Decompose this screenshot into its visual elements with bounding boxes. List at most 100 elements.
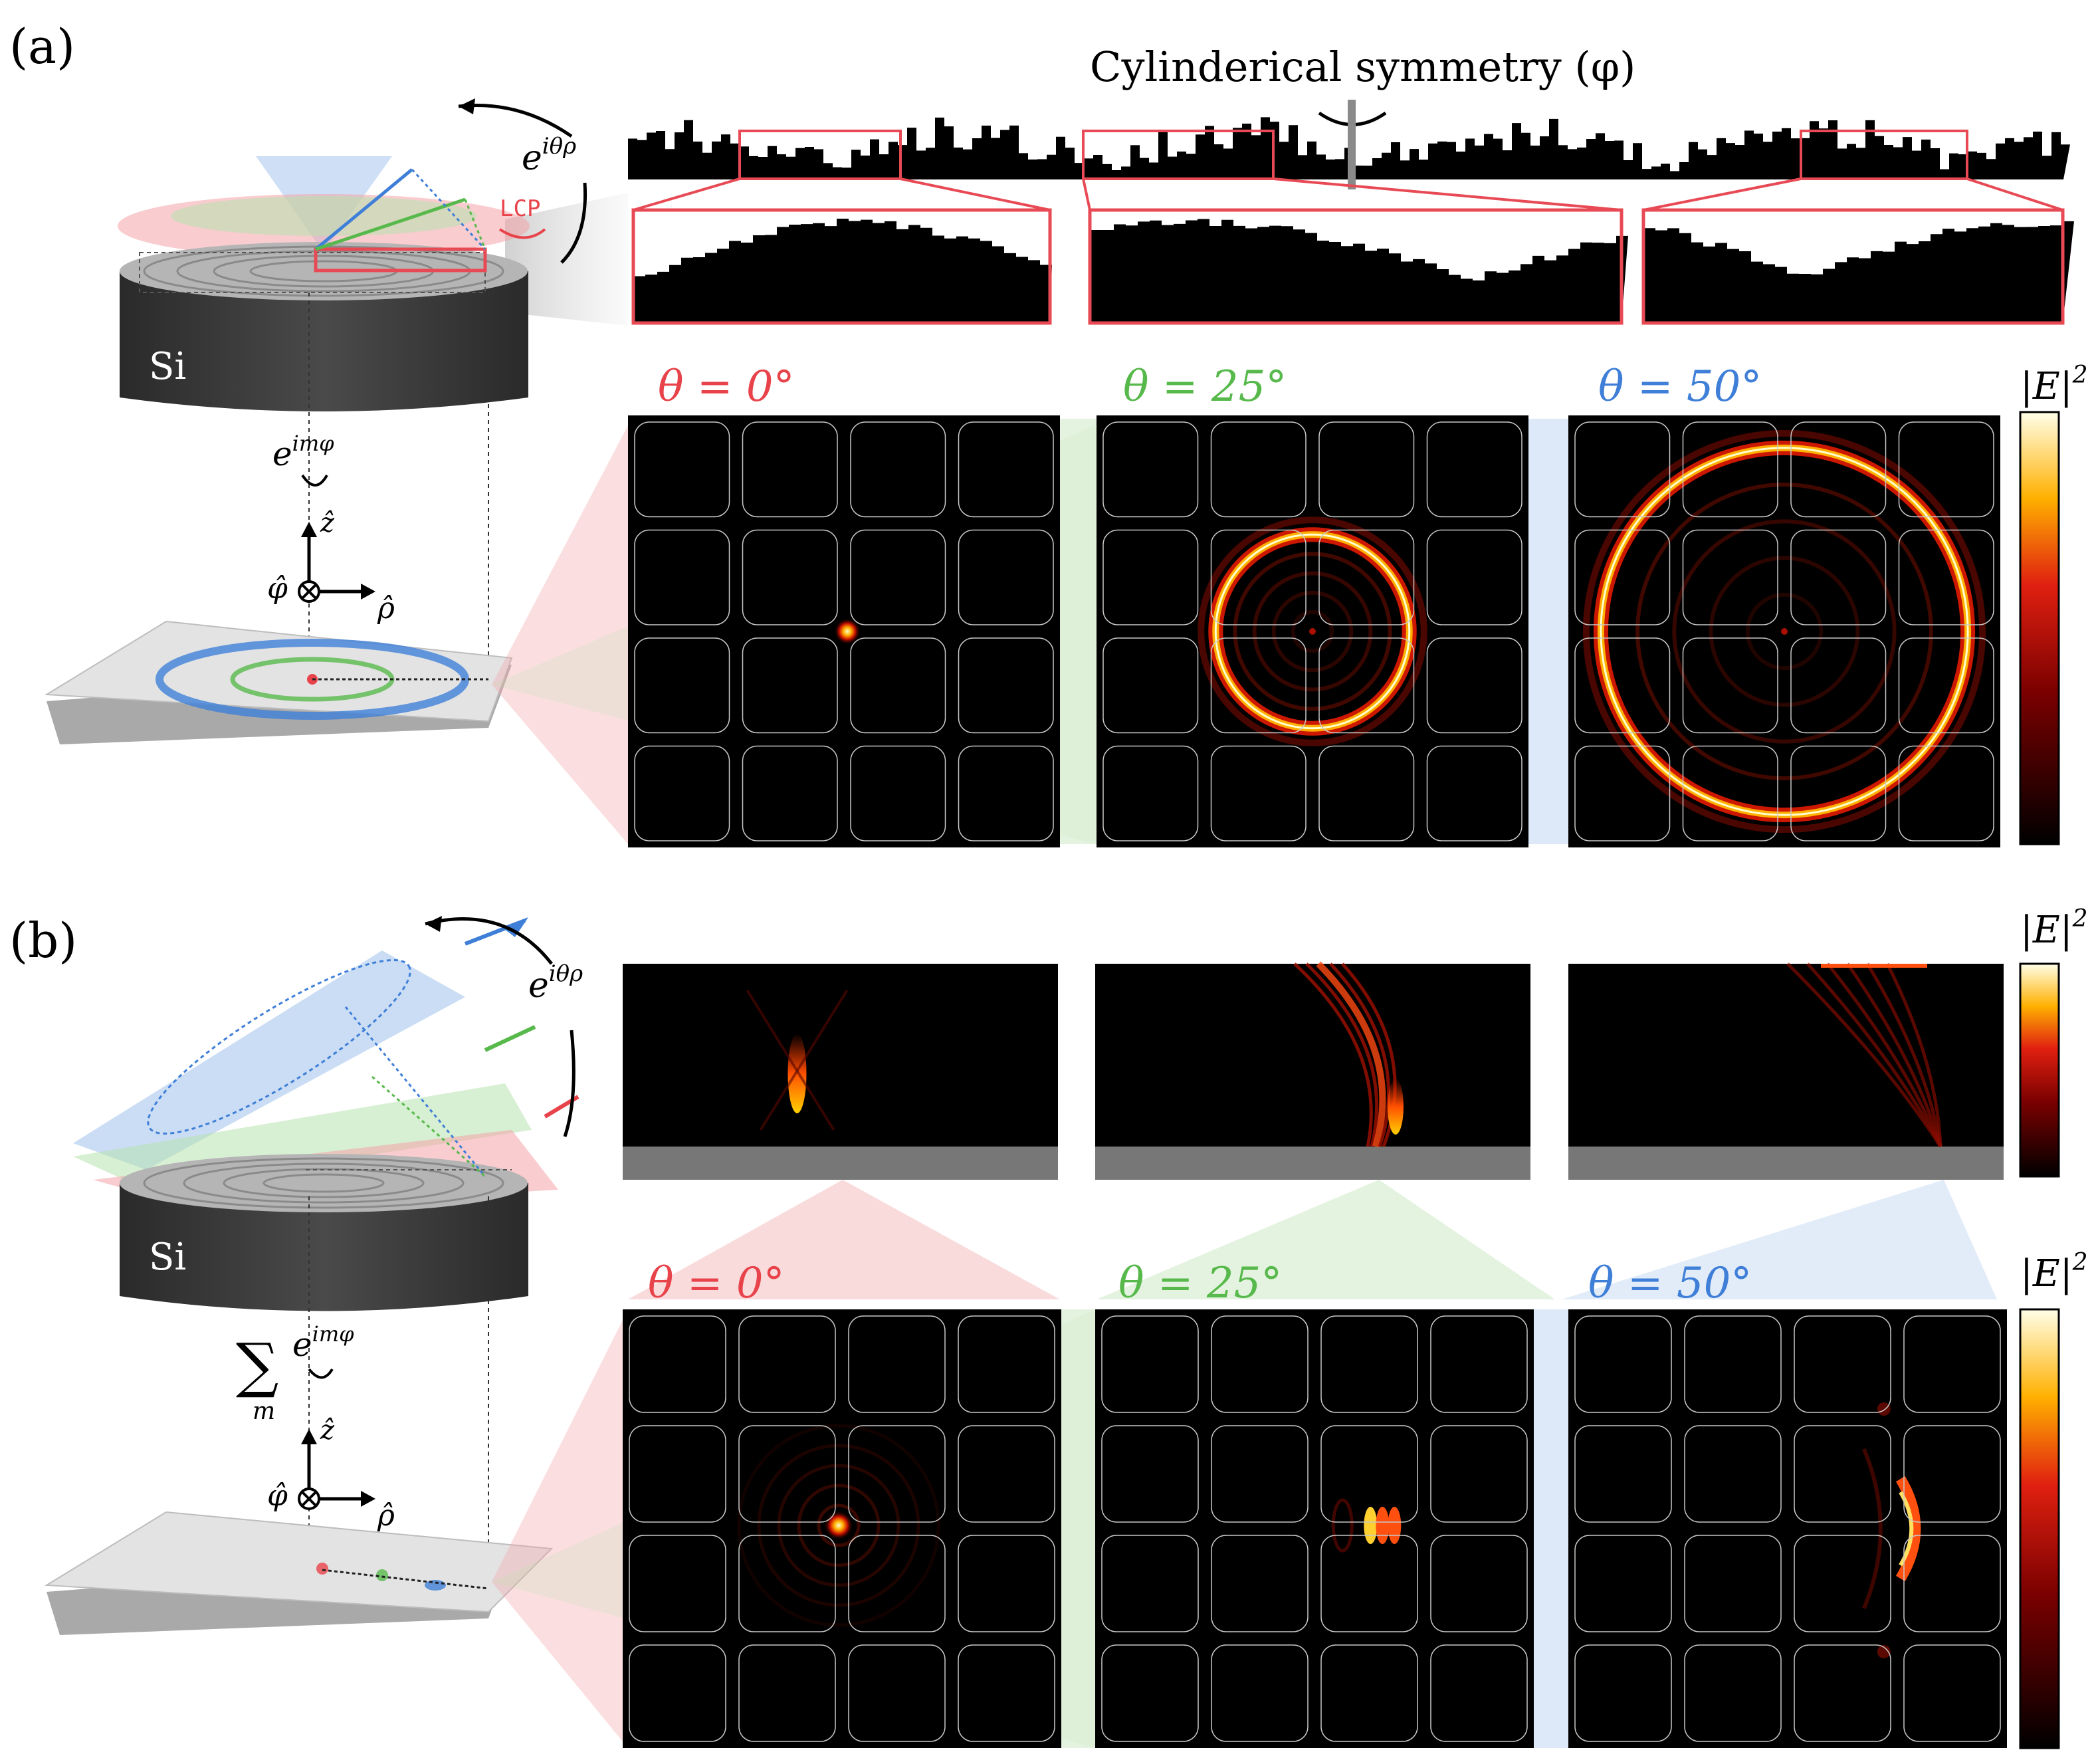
symmetry-header: Cylinderical symmetry (φ) [1090, 43, 1635, 91]
map-b-2 [1568, 1309, 2007, 1748]
si-cylinder-b [120, 1183, 528, 1311]
unit-cell-outline [848, 1425, 946, 1523]
focus-lobe [1388, 1079, 1404, 1135]
lcp-label: LCP [500, 195, 540, 222]
unit-cell-outline [1898, 421, 1994, 518]
unit-cell-outline [1426, 529, 1522, 625]
unit-cell-outline [1903, 1535, 2001, 1632]
panel-a: (a) Cylinderical symmetry (φ) [9, 19, 2088, 847]
zoom-markers [633, 130, 2063, 211]
angle-label-b-1: θ = 25° [1118, 1259, 1282, 1308]
substrate [1568, 1147, 2004, 1180]
colorbar-a [2019, 411, 2060, 845]
unit-cell-outline [1898, 637, 1994, 734]
phase-arc-top [458, 103, 573, 138]
unit-cell-outline [1790, 529, 1887, 625]
unit-cell-outline [1430, 1644, 1528, 1742]
material-label: Si [149, 345, 186, 388]
unit-cell-outline [1210, 421, 1307, 518]
colorbar-label-b1: |E|2 [2020, 905, 2088, 952]
unit-cell-outline [850, 745, 946, 841]
colorbar-label-b2: |E|2 [2020, 1249, 2088, 1295]
map-background [1095, 1309, 1534, 1748]
unit-cell-outline [1430, 1425, 1528, 1523]
focal-lobe [1364, 1507, 1378, 1544]
unit-cell-outline [958, 529, 1054, 625]
substrate [623, 1147, 1058, 1180]
unit-cell-outline [1210, 745, 1307, 841]
unit-cell-outline [1898, 745, 1994, 841]
sum-index: m [253, 1398, 275, 1425]
unit-cell-outline [629, 1535, 726, 1632]
map-a-2 [1568, 415, 2000, 847]
unit-cell-outline [1574, 529, 1671, 625]
side-ring [1252, 571, 1373, 692]
unit-cell-outline [742, 529, 838, 625]
unit-cell-outline [958, 1315, 1055, 1413]
unit-cell-outline [1790, 421, 1887, 518]
unit-cell-outline [848, 1644, 946, 1742]
lcp-arrow [498, 228, 546, 239]
unit-cell-outline [1320, 1535, 1418, 1632]
unit-cell-outline [629, 1644, 726, 1742]
phase-top-b: eiθρ [528, 960, 583, 1006]
unit-cell-outline [1101, 1315, 1199, 1413]
map-b-1 [1095, 1309, 1534, 1748]
side-ring [1291, 609, 1334, 653]
zoomed-profile-1 [1090, 219, 1628, 323]
blue-ray [314, 168, 413, 251]
zoom-box-2 [1641, 208, 2065, 325]
map-a-0 [628, 415, 1060, 847]
angle-label-a-2: θ = 50° [1598, 362, 1762, 411]
unit-cell-outline [1684, 1315, 1782, 1413]
unit-cell-marker [314, 247, 487, 273]
map-b-0 [623, 1309, 1061, 1748]
unit-cell-outline [634, 745, 730, 841]
phase-top-a: eiθρ [522, 133, 576, 178]
axis-rho-b: ρ̂ [377, 1499, 395, 1533]
unit-cell-outline [1210, 637, 1307, 734]
angle-label-b-2: θ = 50° [1588, 1259, 1752, 1308]
unit-cell-outline [1682, 529, 1778, 625]
zoom-box-0 [631, 208, 1052, 325]
si-cylinder [120, 271, 528, 411]
axis-rho-a: ρ̂ [377, 592, 395, 625]
unit-cell-outline [1101, 1644, 1199, 1742]
angle-label-a-0: θ = 0° [658, 362, 795, 411]
unit-cell-outline [1574, 1315, 1672, 1413]
unit-cell-outline [848, 1535, 946, 1632]
zoomed-profiles [631, 208, 2074, 325]
unit-cell-outline [1318, 637, 1415, 734]
angle-label-b-0: θ = 0° [648, 1259, 785, 1308]
zoomed-profile-0 [633, 218, 1052, 323]
unit-cell-outline [1426, 637, 1522, 734]
unit-cell-outline [634, 529, 730, 625]
map-a-1 [1097, 415, 1528, 847]
side-ring [1672, 519, 1897, 744]
focal-spot [824, 1511, 853, 1540]
zoomed-profile-2 [1643, 221, 2074, 323]
unit-cell-outline [1102, 529, 1199, 625]
unit-cell-outline [1210, 529, 1307, 625]
unit-cell-outline [1211, 1644, 1309, 1742]
unit-cell-outline [629, 1315, 726, 1413]
unit-cell-outline [850, 637, 946, 734]
unit-cell-outline [1790, 637, 1887, 734]
unit-cell-outline [958, 1425, 1055, 1523]
unit-cell-outline [629, 1425, 726, 1523]
phase-mode-a: eimφ [272, 431, 334, 473]
unit-cell-outline [738, 1425, 836, 1523]
substrate [1095, 1147, 1530, 1180]
unit-cell-outline [1318, 421, 1415, 518]
unit-cell-outline [1682, 637, 1778, 734]
unit-cell-outline [1790, 745, 1887, 841]
focal-lobe [1376, 1507, 1390, 1544]
green-beam-disc [171, 196, 476, 236]
unit-cell-outline [850, 421, 946, 518]
unit-cell-outline [738, 1644, 836, 1742]
unit-cell-outline [1101, 1535, 1199, 1632]
unit-cell-outline [1794, 1644, 1891, 1742]
unit-cell-outline [1574, 1425, 1672, 1523]
intensity-maps-a [628, 415, 2000, 847]
